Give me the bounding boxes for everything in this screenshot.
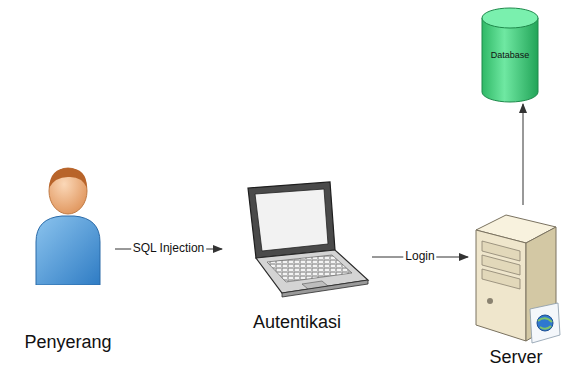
server-node: Server	[468, 205, 564, 370]
node-label: Autentikasi	[253, 312, 341, 333]
node-label: Server	[489, 347, 542, 368]
edge-label: SQL Injection	[131, 242, 207, 255]
node-label: Penyerang	[24, 332, 111, 353]
attacker-node: Penyerang	[21, 160, 115, 355]
database-label: Database	[491, 50, 530, 60]
arrow-connector	[523, 104, 524, 205]
laptop-icon	[222, 180, 372, 298]
server-tower	[468, 205, 564, 345]
edge-label: Login	[403, 250, 436, 263]
login-laptop-node: Autentikasi	[222, 180, 372, 335]
database-node: Database	[480, 6, 540, 104]
attacker-figure	[22, 160, 114, 285]
